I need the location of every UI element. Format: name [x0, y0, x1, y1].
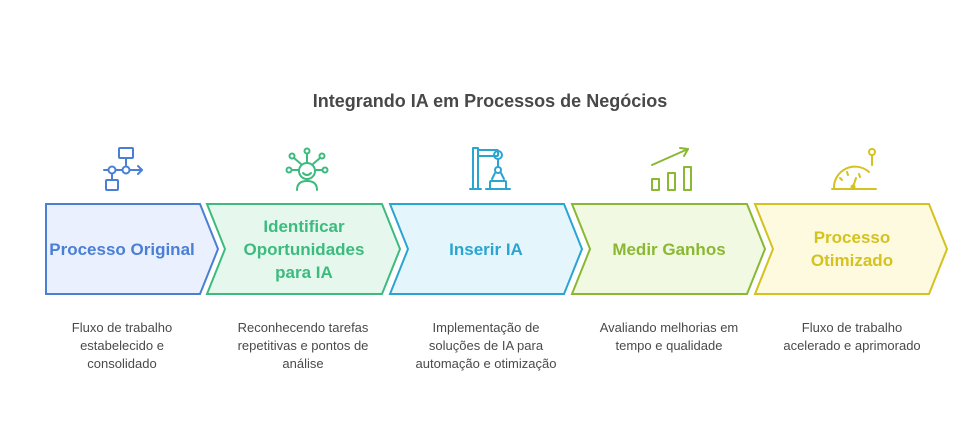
- step-arrow-2: [205, 203, 402, 295]
- flowchart-icon: [98, 143, 154, 199]
- network-person-icon: [279, 143, 335, 199]
- step-arrow-5: [753, 203, 949, 295]
- diagram-title: Integrando IA em Processos de Negócios: [312, 91, 668, 111]
- step-description-5: Fluxo de trabalho acelerado e aprimorado: [783, 320, 921, 353]
- step-description-4: Avaliando melhorias em tempo e qualidade: [599, 320, 739, 353]
- step-label-processo-otimizado: Processo Otimizado: [810, 228, 894, 270]
- step-arrow-4: [570, 203, 767, 295]
- robot-arm-icon: [462, 143, 518, 199]
- step-label-identificar-oportunidades: Identificar Oportunidades para IA: [243, 216, 365, 282]
- step-description-3: Implementação de soluções de IA para aut…: [415, 320, 557, 371]
- step-label-medir-ganhos: Medir Ganhos: [612, 239, 726, 259]
- step-arrow-3: [388, 203, 584, 295]
- step-arrow-1: [45, 203, 220, 295]
- growth-chart-icon: [644, 143, 700, 199]
- step-description-2: Reconhecendo tarefas repetitivas e ponto…: [237, 320, 369, 371]
- step-description-1: Fluxo de trabalho estabelecido e consoli…: [71, 320, 173, 371]
- step-label-inserir-ia: Inserir IA: [449, 239, 523, 259]
- speedometer-icon: [827, 143, 883, 199]
- step-label-processo-original: Processo Original: [49, 239, 195, 259]
